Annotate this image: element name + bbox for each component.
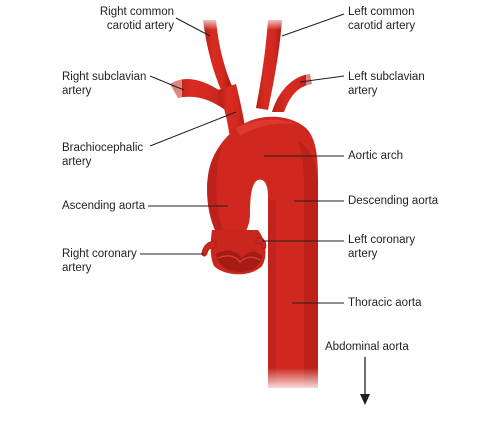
- label-line: carotid artery: [106, 19, 174, 32]
- label-left-common-carotid: Left common carotid artery: [348, 6, 415, 33]
- label-line: artery: [348, 84, 378, 97]
- label-line: carotid artery: [348, 19, 416, 32]
- label-abdominal-aorta: Abdominal aorta: [325, 341, 409, 353]
- right-coronary-vessel: [201, 241, 217, 257]
- leader-left-subclavian: [299, 75, 345, 83]
- label-left-coronary: Left coronary artery: [348, 234, 415, 261]
- right-common-carotid-vessel: [203, 20, 232, 92]
- label-line: Right coronary: [62, 248, 137, 260]
- leader-brachiocephalic: [149, 111, 237, 147]
- leader-lines: [140, 13, 345, 304]
- label-right-subclavian: Right subclavian artery: [62, 71, 146, 98]
- label-line: Right common: [99, 6, 174, 18]
- label-thoracic-aorta: Thoracic aorta: [348, 297, 422, 309]
- label-line: Left subclavian: [348, 71, 425, 83]
- left-subclavian-vessel: [272, 74, 312, 112]
- label-line: artery: [62, 261, 92, 274]
- label-line: artery: [62, 155, 92, 168]
- right-subclavian-vessel: [170, 78, 232, 112]
- brachiocephalic-vessel: [218, 84, 246, 140]
- label-line: artery: [62, 84, 92, 97]
- leader-left-common-carotid: [281, 13, 345, 37]
- aorta-body: [207, 116, 318, 388]
- label-brachiocephalic: Brachiocephalic artery: [62, 142, 143, 169]
- label-left-subclavian: Left subclavian artery: [348, 71, 425, 98]
- left-common-carotid-vessel: [256, 20, 282, 110]
- leader-right-common-carotid: [175, 17, 211, 37]
- abdominal-arrow-head: [360, 394, 370, 405]
- label-right-common-carotid: Right common carotid artery: [84, 6, 174, 33]
- label-descending-aorta: Descending aorta: [348, 195, 439, 207]
- label-line: Right subclavian: [62, 71, 147, 83]
- label-aortic-arch: Aortic arch: [348, 150, 403, 162]
- leader-right-subclavian: [149, 75, 185, 91]
- label-line: artery: [348, 247, 378, 260]
- label-line: Brachiocephalic: [62, 142, 144, 154]
- label-line: Left common: [348, 6, 415, 18]
- label-right-coronary: Right coronary artery: [62, 248, 137, 275]
- label-ascending-aorta: Ascending aorta: [62, 200, 146, 212]
- label-line: Left coronary: [348, 234, 416, 246]
- left-coronary-vessel: [255, 237, 267, 250]
